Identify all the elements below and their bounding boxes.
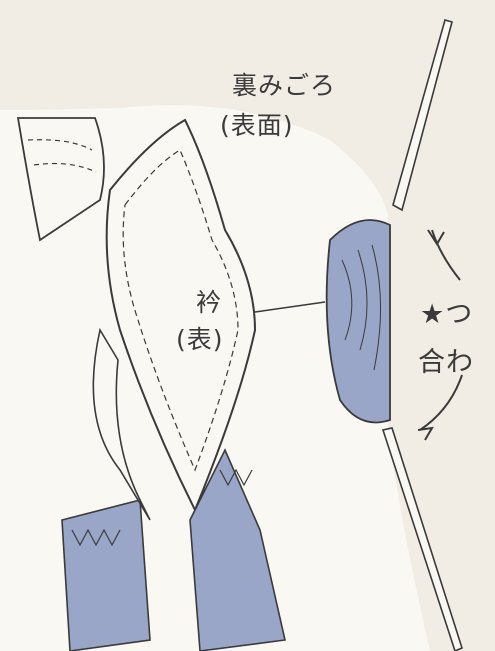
front-panel-left (92, 327, 151, 521)
left-flap (16, 117, 105, 242)
collar-label: 衿 (196, 288, 223, 317)
collar-sublabel: (表) (176, 325, 224, 354)
right-blue-strip (189, 448, 286, 651)
arrow-up (431, 229, 461, 281)
match-sublabel: 合わ (418, 347, 474, 378)
pin-top (392, 19, 453, 212)
match-label: ★つ (420, 299, 474, 330)
back-body-sublabel: (表面) (220, 111, 294, 140)
gathered-fabric (325, 219, 391, 424)
pin-bottom (381, 427, 463, 651)
arrow-down (419, 374, 463, 431)
left-blue-strip (61, 498, 151, 651)
back-body-label: 裏みごろ (232, 71, 337, 100)
collar-shape (105, 118, 257, 513)
